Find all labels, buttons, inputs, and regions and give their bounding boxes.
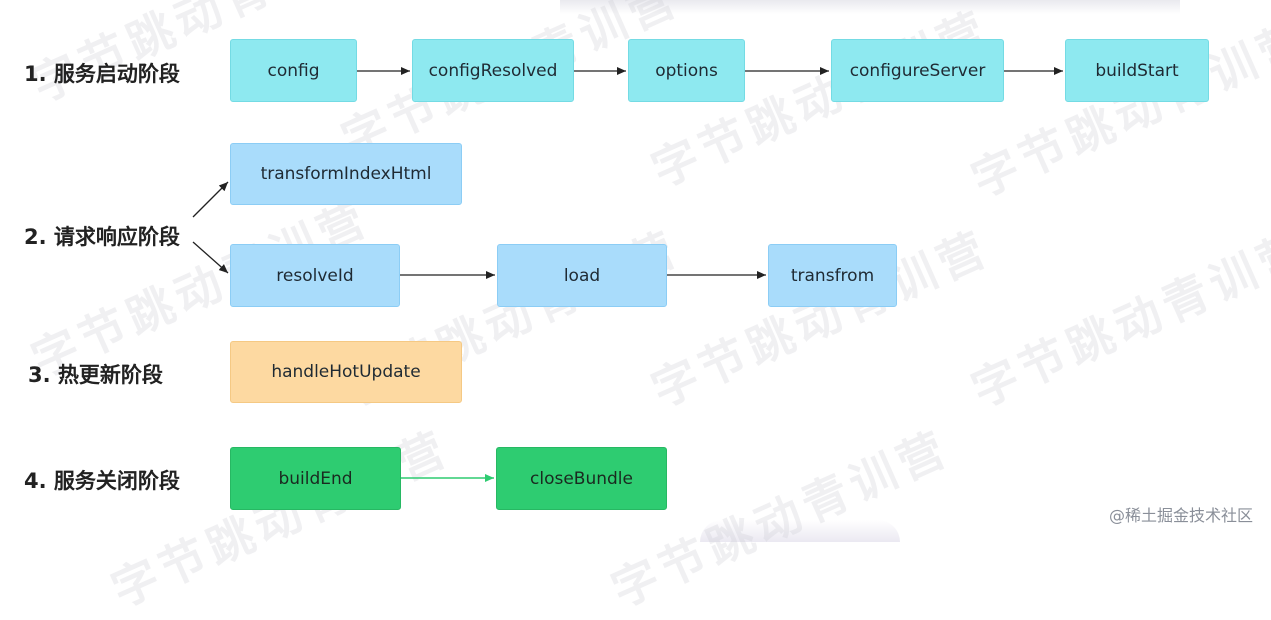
credit-watermark: @稀土掘金技术社区 (1108, 506, 1253, 525)
node-handleHotUpdate: handleHotUpdate (230, 341, 462, 403)
diagram-canvas: 字节跳动青训营 字节跳动青训营 字节跳动青训营 字节跳动青训营 字节跳动青训营 … (24, 0, 1271, 618)
stage-label-startup: 1. 服务启动阶段 (24, 62, 180, 86)
node-configureServer: configureServer (831, 39, 1004, 102)
node-closeBundle: closeBundle (496, 447, 667, 510)
edge-stage2-resolveId (192, 241, 229, 274)
node-buildStart: buildStart (1065, 39, 1209, 102)
edge-stage2-transformIndexHtml (192, 181, 229, 218)
node-transfrom: transfrom (768, 244, 897, 307)
node-load: load (497, 244, 667, 307)
bottom-blur-decoration (700, 520, 900, 542)
node-transformIndexHtml: transformIndexHtml (230, 143, 462, 205)
stage-label-hot-update: 3. 热更新阶段 (28, 363, 163, 387)
diagram-edges (192, 67, 1063, 482)
stage-label-close: 4. 服务关闭阶段 (24, 469, 180, 493)
node-options: options (628, 39, 745, 102)
stage-label-request: 2. 请求响应阶段 (24, 225, 180, 249)
node-configResolved: configResolved (412, 39, 574, 102)
node-buildEnd: buildEnd (230, 447, 401, 510)
top-blur-decoration (560, 0, 1180, 14)
node-resolveId: resolveId (230, 244, 400, 307)
node-config: config (230, 39, 357, 102)
